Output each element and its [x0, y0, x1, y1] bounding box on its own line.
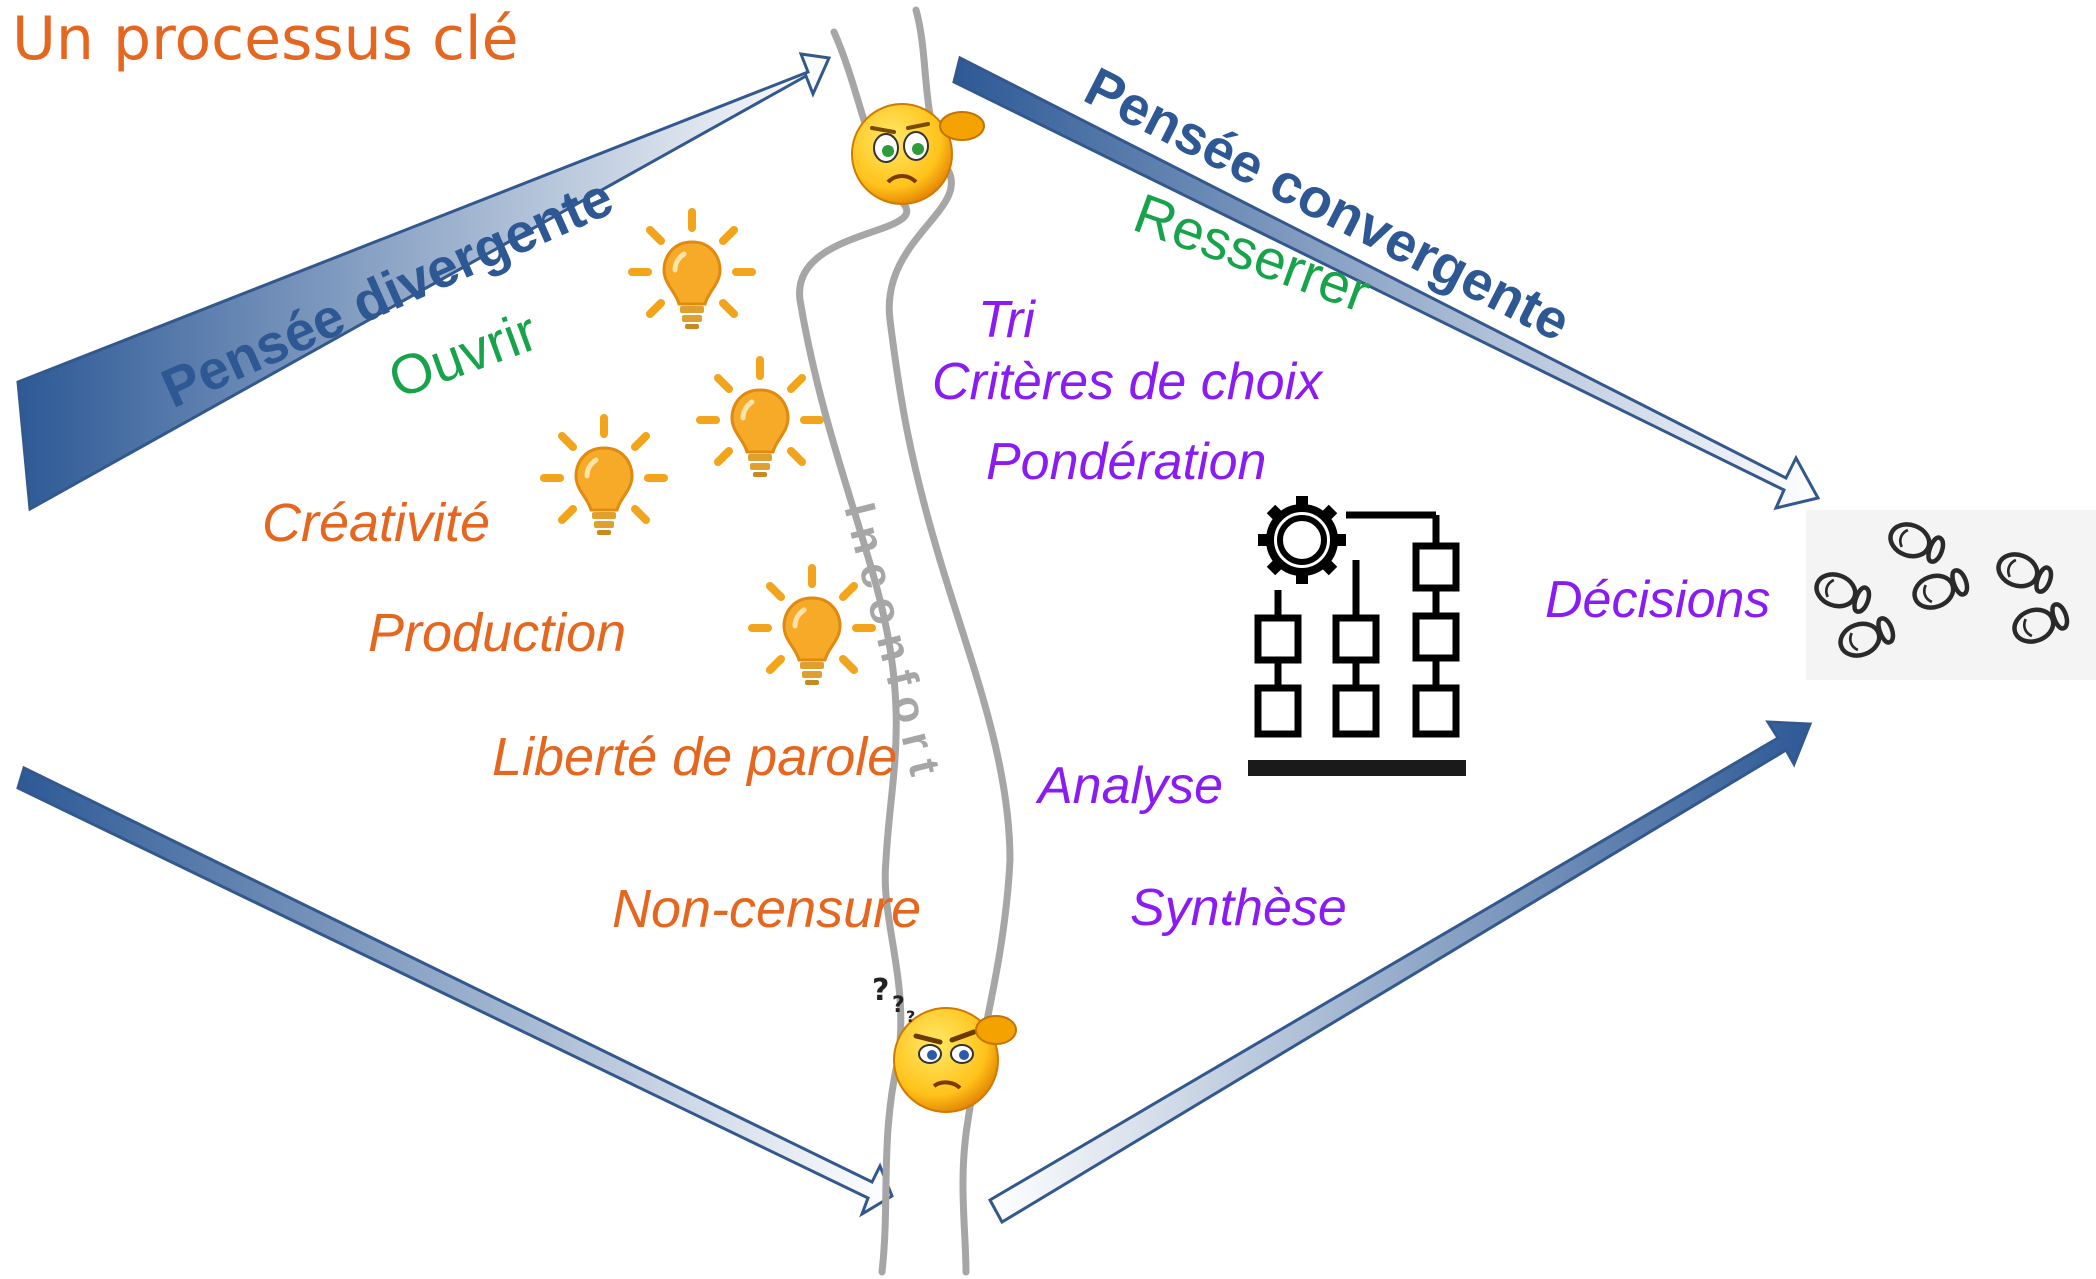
- divergent-item: Créativité: [262, 493, 491, 553]
- svg-text:?: ?: [892, 993, 905, 1018]
- page-title: Un processus clé: [12, 4, 519, 74]
- lightbulb-icon: [544, 418, 664, 535]
- divergent-item: Liberté de parole: [492, 727, 898, 787]
- convergent-item: Pondération: [986, 433, 1267, 491]
- svg-text:?: ?: [872, 973, 889, 1008]
- convergent-item: Synthèse: [1130, 879, 1347, 937]
- convergent-item: Critères de choix: [932, 353, 1323, 411]
- convergent-item: Analyse: [1038, 757, 1223, 815]
- arrow-convergent-lower: [987, 720, 1813, 1225]
- outcome-label: Décisions: [1545, 571, 1771, 629]
- svg-text:?: ?: [906, 1007, 915, 1026]
- footprints-icon: [1806, 510, 2096, 680]
- worried-emoji-icon: [851, 103, 985, 205]
- lightbulb-icon: [632, 212, 752, 329]
- convergent-item: Tri: [978, 291, 1035, 349]
- arrow-divergent-lower: [16, 765, 894, 1218]
- arrow-convergent-upper: [952, 55, 1821, 511]
- confused-emoji-icon: ? ? ?: [872, 973, 1017, 1113]
- flowchart-gear-icon: [1240, 462, 1466, 780]
- divergent-item: Non-censure: [612, 879, 922, 939]
- divergent-item: Production: [368, 603, 627, 663]
- lightbulb-icon: [700, 360, 820, 477]
- arrow-divergent-upper: [16, 52, 832, 512]
